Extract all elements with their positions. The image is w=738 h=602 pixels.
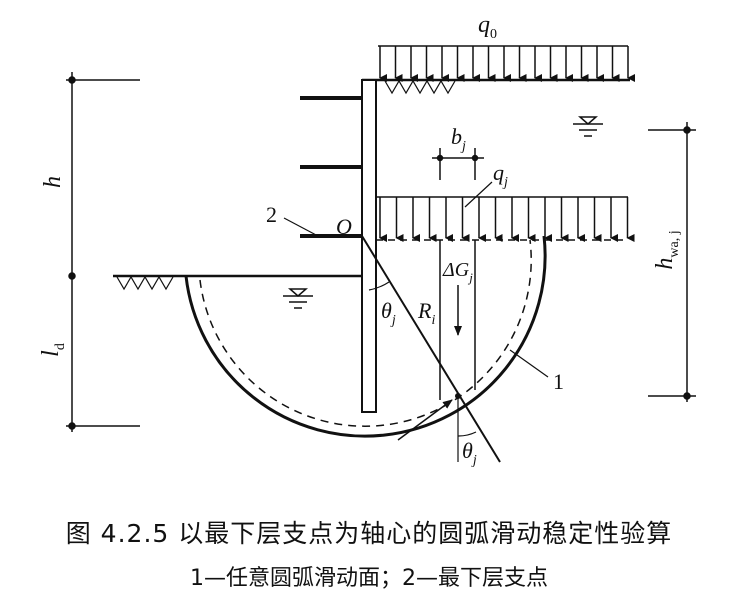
qj-leader [464,181,493,208]
figure-caption-legend: 1—任意圆弧滑动面；2—最下层支点 [190,566,548,591]
label-h: h [40,176,66,188]
anchors [300,96,362,238]
label-hwa: hwa, j [652,230,682,269]
excavation-bottom-surface [113,274,362,291]
theta-arc-bottom [457,431,477,437]
label-1: 1 [553,369,564,394]
label-bj: bj [451,124,466,154]
label-theta-top: θj [381,298,396,328]
label-theta-bottom: θj [462,438,477,468]
water-table-left-icon [283,288,313,309]
slice-strip [439,240,476,400]
label-qj: qj [493,160,508,190]
label-2: 2 [266,202,277,227]
label-2-leader [283,217,319,237]
radius-line [361,235,501,463]
label-ld: ld [38,343,68,357]
water-table-right-icon [573,116,603,137]
theta-arc-top [368,281,390,291]
bj-dimension [432,148,484,180]
top-ground-surface [362,78,630,95]
label-dG: ΔGj [442,259,473,285]
label-q0: q0 [478,12,497,42]
label-1-leader [509,349,549,378]
slice-load-qj [376,196,635,242]
surcharge-q0-arrows [378,45,635,82]
slip-circle-arc [184,235,547,438]
figure-caption-title: 图 4.2.5 以最下层支点为轴心的圆弧滑动稳定性验算 [65,519,673,548]
label-O: O [336,214,352,239]
left-dimension [66,72,140,432]
tangent-line [397,399,453,441]
label-R: Ri [417,298,435,328]
right-dimension [648,122,696,402]
